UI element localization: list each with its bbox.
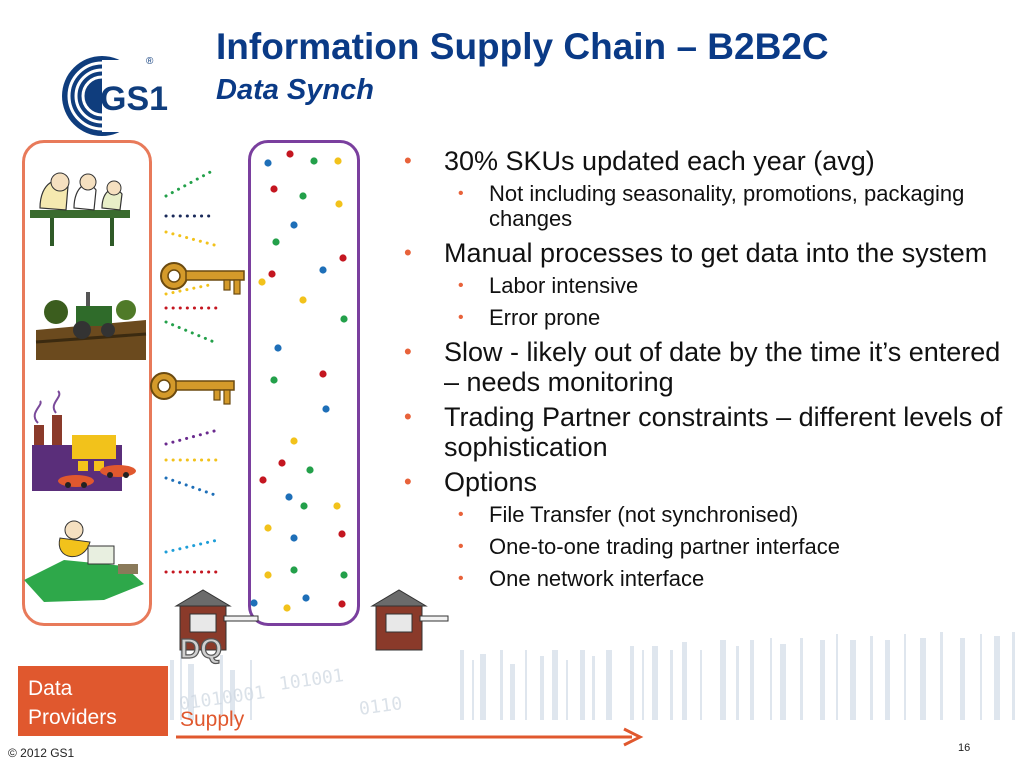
registered-mark: ® <box>146 56 154 67</box>
sub-bullet-item: •File Transfer (not synchronised) <box>458 502 799 527</box>
key-icon <box>150 372 235 405</box>
sub-bullet-item: •Labor intensive <box>458 273 639 298</box>
gs1-logo: GS1 ® <box>62 56 168 136</box>
bullet-item: •Trading Partner constraints – different… <box>404 402 1003 462</box>
data-pool-frame <box>248 140 360 626</box>
slide-subtitle: Data Synch <box>216 74 374 106</box>
office-workers-icon <box>30 172 130 246</box>
copyright: © 2012 GS1 <box>8 746 75 760</box>
key-icon <box>160 262 245 295</box>
bullet-item: •Slow - likely out of date by the time i… <box>404 337 1001 397</box>
sub-bullet-item: •Error prone <box>458 305 601 330</box>
barcode-watermark: 01010001 101001 0110 <box>170 632 1015 720</box>
supply-chain-diagram: DQ <box>24 150 644 747</box>
toll-booth-icon <box>174 589 259 651</box>
bullet-list: •30% SKUs updated each year (avg) •Not i… <box>396 146 1006 598</box>
worker-at-computer-icon <box>24 520 144 602</box>
farm-tractor-icon <box>35 292 147 360</box>
logo-text: GS1 <box>100 80 168 118</box>
slide-title: Information Supply Chain – B2B2C <box>216 26 829 67</box>
dq-label: DQ <box>180 633 222 664</box>
bullet-item: •Manual processes to get data into the s… <box>404 238 988 268</box>
data-providers-label: Data Providers <box>18 666 168 736</box>
sub-bullet-item: •Not including seasonality, promotions, … <box>458 181 965 231</box>
supply-arrow <box>176 727 644 747</box>
bullet-item: •30% SKUs updated each year (avg) <box>404 146 875 176</box>
bullet-item: •Options <box>404 467 538 497</box>
svg-text:0110: 0110 <box>358 693 404 720</box>
toll-booth-icon <box>370 589 449 651</box>
page-number: 16 <box>958 742 971 754</box>
supply-label: Supply <box>180 708 245 731</box>
factory-icon <box>32 390 136 491</box>
sub-bullet-item: •One network interface <box>458 566 705 591</box>
sub-bullet-item: •One-to-one trading partner interface <box>458 534 840 559</box>
